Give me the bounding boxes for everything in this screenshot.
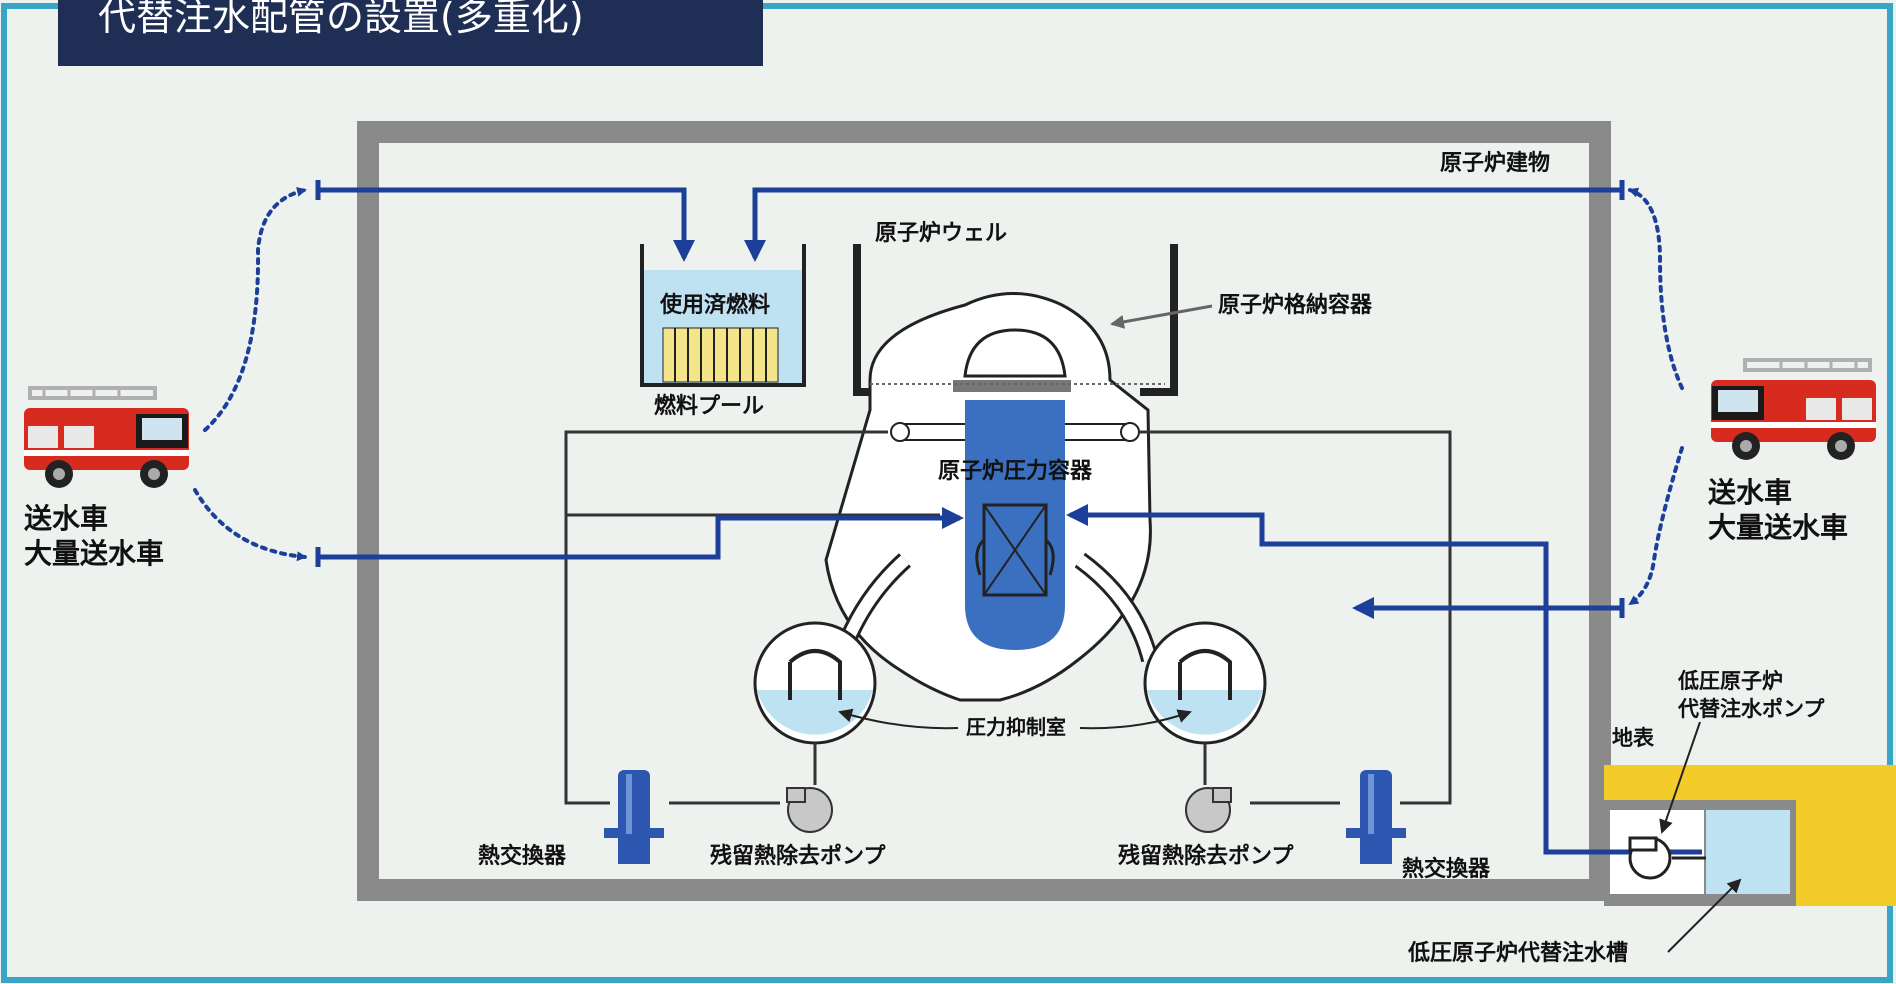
fuel-pool-label: 燃料プール: [654, 393, 764, 419]
spent-fuel-pool: [640, 244, 806, 387]
pressure-vessel-label: 原子炉圧力容器: [938, 458, 1093, 484]
suppression-chamber-left: [753, 621, 877, 745]
reactor-pressure-vessel: [965, 400, 1065, 650]
ground-area: [1604, 765, 1896, 906]
reactor-core-icon: [982, 503, 1048, 597]
lp-pump-label-line2: 代替注水ポンプ: [1677, 697, 1825, 721]
heat-exchanger-right-label: 熱交換器: [1402, 856, 1491, 882]
truck-right-label-line1: 送水車: [1708, 476, 1792, 509]
page-title: 代替注水配管の設置(多重化): [98, 0, 584, 39]
water-hoses: [193, 186, 1684, 606]
rhr-pump-left-icon: [786, 787, 833, 833]
alternate-injection-pump-icon: [1628, 836, 1706, 880]
heat-exchanger-left-label: 熱交換器: [478, 843, 567, 869]
rhr-pump-left-label: 残留熱除去ポンプ: [710, 843, 886, 869]
lp-tank-label: 低圧原子炉代替注水槽: [1407, 940, 1628, 966]
rhr-pump-right-label: 残留熱除去ポンプ: [1118, 843, 1294, 869]
reactor-well-right-wall: [1140, 244, 1178, 396]
truck-left-label-line2: 大量送水車: [24, 537, 164, 570]
reactor-building-wall: [357, 121, 1611, 901]
suppression-chamber-label: 圧力抑制室: [966, 715, 1066, 739]
title-box: 代替注水配管の設置(多重化): [58, 0, 763, 66]
spent-fuel-label: 使用済燃料: [659, 292, 770, 318]
truck-right-label-line2: 大量送水車: [1708, 511, 1848, 544]
lp-pump-label-line1: 低圧原子炉: [1677, 669, 1783, 693]
alternate-water-tank: [1706, 810, 1790, 894]
rpv-flange: [953, 380, 1071, 392]
reactor-building-label: 原子炉建物: [1440, 150, 1550, 176]
truck-left-label-line1: 送水車: [24, 502, 108, 535]
rhr-loop-piping: [564, 430, 1452, 805]
containment-vessel-label: 原子炉格納容器: [1218, 292, 1373, 318]
alternate-injection-piping: [315, 180, 1702, 855]
rhr-pump-right-icon: [1185, 787, 1232, 833]
reactor-well-label: 原子炉ウェル: [875, 221, 1007, 246]
suppression-chamber-right: [1143, 621, 1267, 745]
ground-surface-label: 地表: [1612, 726, 1655, 750]
